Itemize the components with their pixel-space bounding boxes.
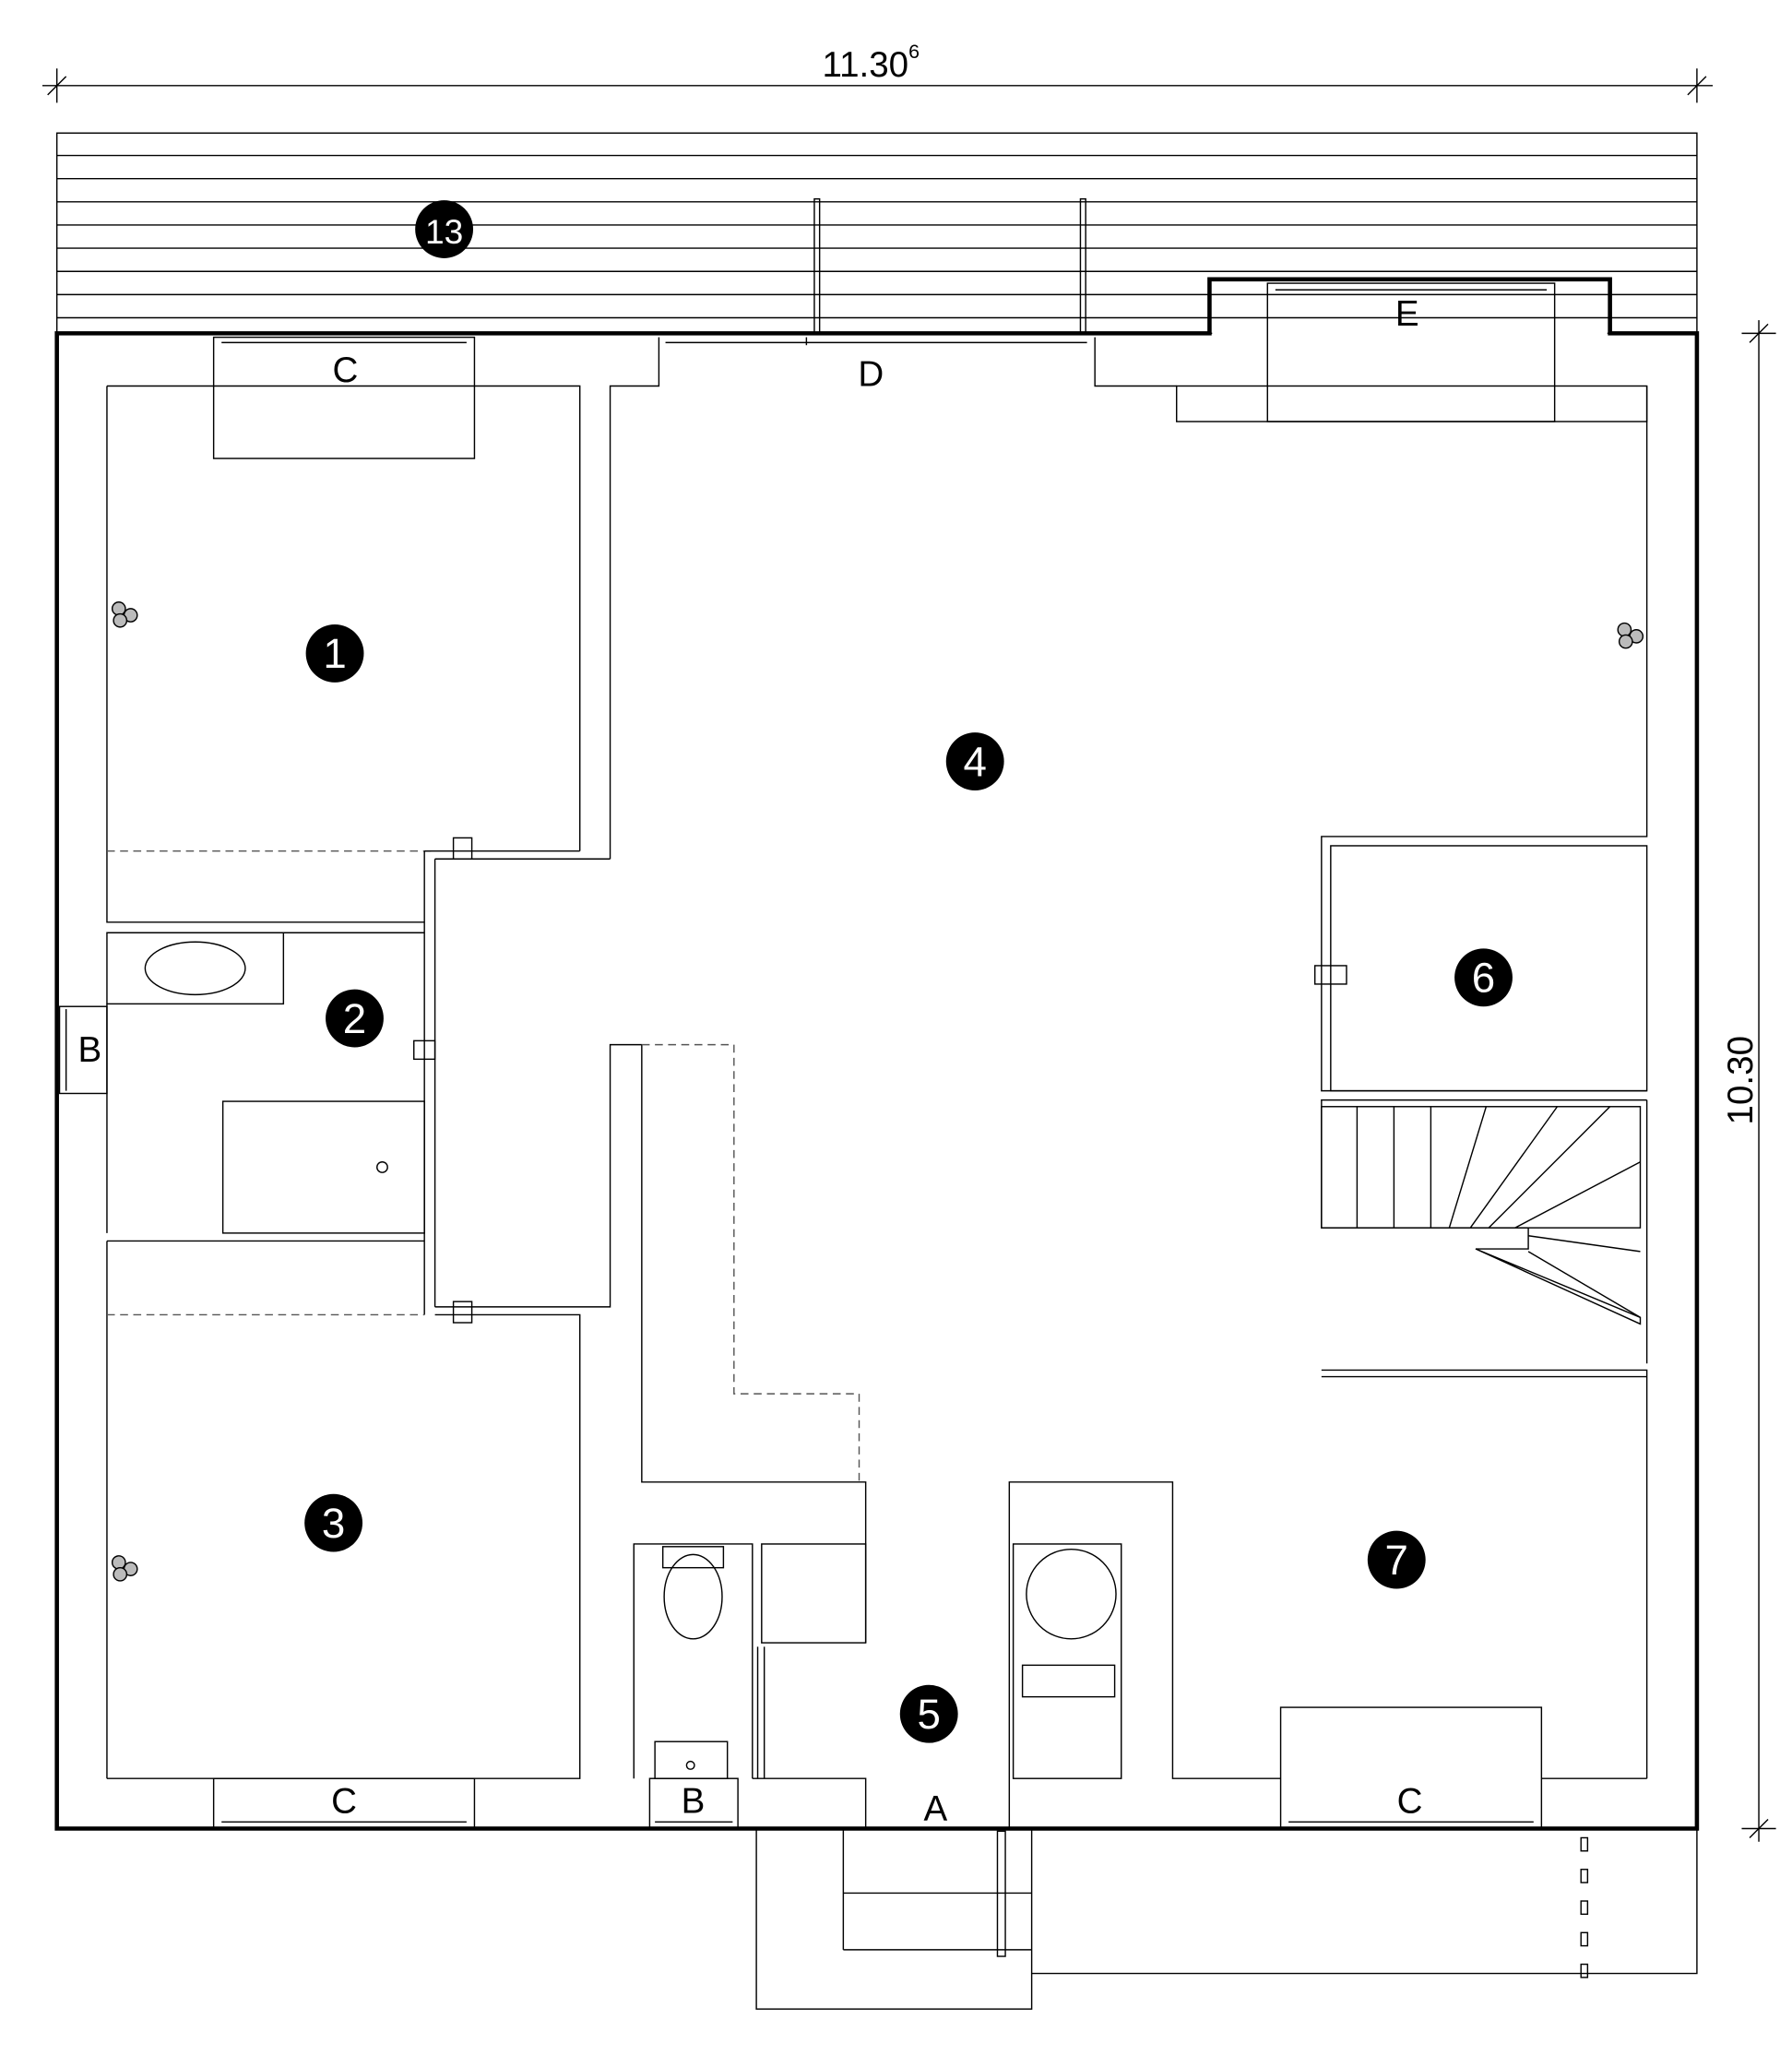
room-marker-circle	[945, 732, 1004, 790]
room-marker-circle	[1454, 948, 1513, 1007]
opening-label-e-top: E	[1395, 294, 1419, 334]
room-number: 4	[963, 738, 986, 785]
room-number: 5	[917, 1691, 940, 1738]
room-marker-circle	[304, 1493, 363, 1552]
radiator-symbol	[111, 601, 1644, 1582]
room-number: 13	[425, 212, 463, 251]
opening-label-d-top: D	[858, 354, 884, 394]
opening-label-b-left: B	[78, 1030, 102, 1070]
deck	[55, 132, 1698, 335]
interior-walls	[58, 282, 1698, 2010]
room-marker-circle	[1367, 1530, 1426, 1589]
stair-tread	[1514, 1161, 1641, 1229]
room-marker-5: 5	[899, 1684, 958, 1743]
opening-label-c-top: C	[333, 350, 359, 390]
room-number: 1	[323, 630, 346, 677]
room-marker-2: 2	[326, 989, 384, 1048]
stair-tread	[1527, 1235, 1641, 1253]
width-dimension-superscript: 6	[908, 41, 920, 63]
room-number: 3	[322, 1500, 345, 1547]
stair-tread	[1488, 1106, 1611, 1229]
room-marker-3: 3	[304, 1493, 363, 1552]
room-marker-circle	[415, 200, 474, 258]
room-number: 2	[343, 995, 366, 1042]
room-number: 6	[1472, 955, 1495, 1002]
room-marker-7: 7	[1367, 1530, 1426, 1589]
stair-tread	[1527, 1251, 1641, 1318]
ramp-marker	[1580, 1869, 1589, 1883]
ramp-marker	[1580, 1931, 1589, 1947]
exterior-wall	[54, 277, 1700, 1831]
height-dimension: 10.30	[1721, 320, 1776, 1842]
room-marker-6: 6	[1454, 948, 1513, 1007]
ramp-marker	[1580, 1963, 1589, 1978]
room-marker-circle	[326, 989, 384, 1048]
ramp-marker	[1580, 1900, 1589, 1916]
room-marker-circle	[305, 624, 364, 683]
opening-label-c-bottom-left: C	[331, 1781, 357, 1821]
stair-tread	[1469, 1106, 1559, 1229]
room-marker-4: 4	[945, 732, 1004, 790]
opening-label-b-bottom: B	[682, 1781, 706, 1821]
room-marker-circle	[899, 1684, 958, 1743]
opening-label-a-entry: A	[923, 1789, 947, 1829]
room-marker-1: 1	[305, 624, 364, 683]
height-dimension-value: 10.30	[1721, 1036, 1761, 1124]
width-dimension: 11.306	[42, 41, 1714, 103]
room-marker-13: 13	[415, 200, 474, 258]
ramp-marker	[1580, 1836, 1589, 1852]
svg-text:11.306: 11.306	[823, 41, 920, 85]
stair-tread	[1448, 1106, 1488, 1229]
opening-label-c-bottom-right: C	[1397, 1781, 1423, 1821]
room-number: 7	[1385, 1537, 1408, 1584]
width-dimension-value: 11.30	[823, 45, 909, 85]
